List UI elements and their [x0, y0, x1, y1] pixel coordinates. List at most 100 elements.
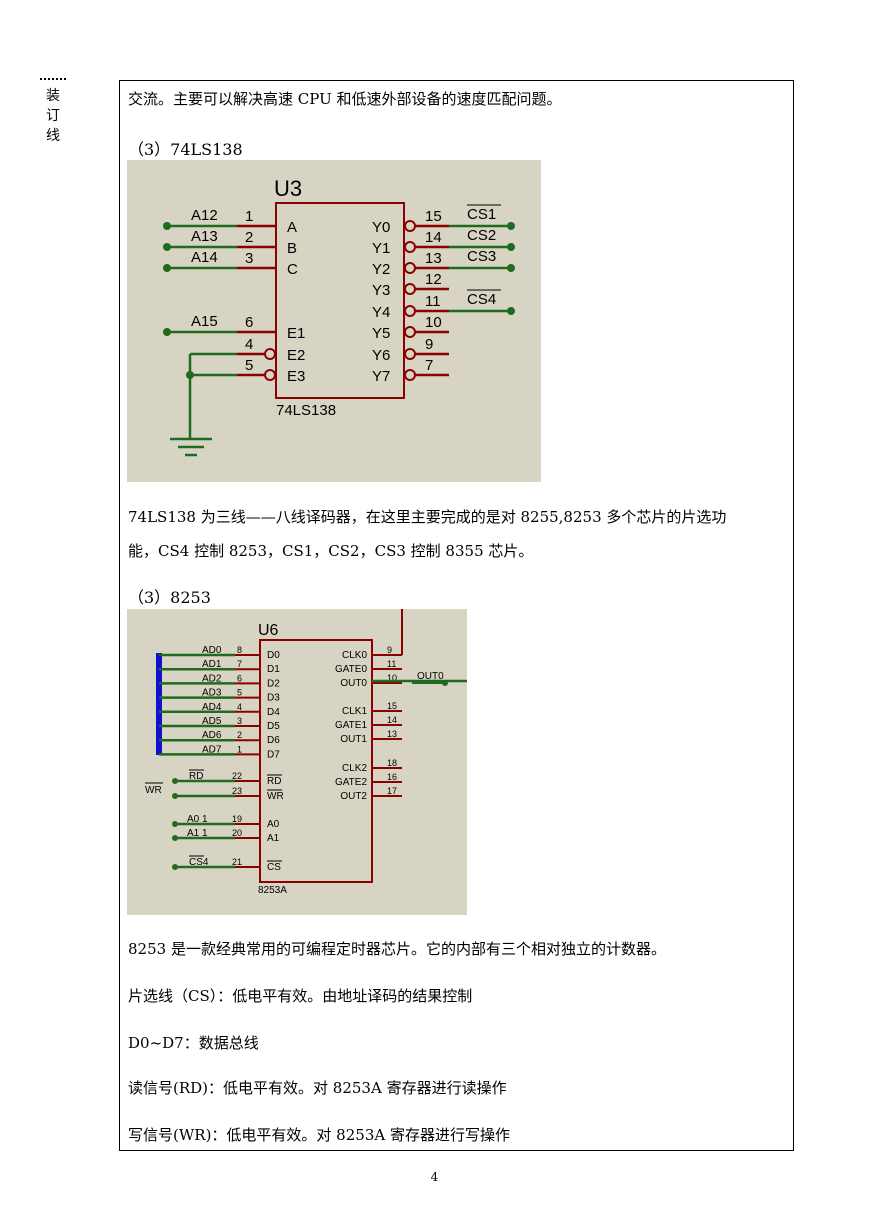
pin-number: 2	[237, 730, 242, 740]
chip-part-u6: 8253A	[258, 885, 287, 896]
pin-name: E2	[287, 347, 305, 364]
pin-number: 18	[387, 758, 397, 768]
u3-right-pin-y7: Y7 7	[372, 357, 449, 385]
paragraph-cs: 片选线（CS）：低电平有效。由地址译码的结果控制	[128, 987, 473, 1005]
u3-left-pin-b: A13 2 B	[163, 228, 297, 257]
pin-number: 1	[245, 208, 253, 225]
pin-number: 13	[387, 729, 397, 739]
pin-number: 3	[245, 250, 253, 267]
pin-name: CLK1	[342, 706, 367, 717]
net-label: AD7	[202, 744, 222, 755]
pin-number: 9	[387, 645, 392, 655]
wire-node	[172, 821, 178, 827]
pin-name: A0	[267, 819, 280, 830]
pin-name: D3	[267, 693, 280, 704]
wire-node	[172, 793, 178, 799]
net-label: CS4	[467, 291, 496, 308]
u6-right-pin-gate2: GATE2 16	[335, 772, 402, 788]
paragraph-74ls138-desc-1: 74LS138 为三线——八线译码器，在这里主要完成的是对 8255,8253 …	[128, 508, 727, 526]
pin-number: 19	[232, 814, 242, 824]
chip-body-u3	[275, 202, 405, 399]
pin-name: WR	[267, 791, 284, 802]
net-label: A14	[191, 249, 218, 266]
net-label: AD4	[202, 702, 222, 713]
pin-number: 22	[232, 771, 242, 781]
out0-net-label: OUT0	[417, 671, 444, 682]
chip-ref-u6: U6	[258, 622, 279, 639]
pin-name: B	[287, 240, 297, 257]
pin-number: 16	[387, 772, 397, 782]
pin-number: 4	[245, 336, 253, 353]
u3-right-pin-y1: Y1 14 CS2	[372, 227, 515, 257]
pin-name: Y5	[372, 325, 390, 342]
pin-name: GATE2	[335, 777, 367, 788]
pin-number: 8	[237, 645, 242, 655]
pin-number: 11	[425, 293, 441, 310]
u3-right-pin-y0: Y0 15 CS1	[372, 204, 515, 236]
ground-symbol	[170, 354, 212, 457]
pin-name: E1	[287, 325, 305, 342]
pin-name: D7	[267, 749, 280, 760]
pin-name: D2	[267, 678, 280, 689]
pin-number: 15	[425, 208, 442, 225]
paragraph-wr: 写信号(WR)：低电平有效。对 8253A 寄存器进行写操作	[128, 1126, 510, 1144]
pin-number: 14	[387, 715, 397, 725]
pin-name: Y3	[372, 282, 390, 299]
pin-name: GATE1	[335, 720, 367, 731]
pin-name: D4	[267, 707, 280, 718]
u6-right-pin-gate1: GATE1 14	[335, 715, 402, 731]
pin-number: 6	[245, 314, 253, 331]
u3-left-pin-e1: A15 6 E1	[163, 313, 305, 342]
u3-left-pin-e2: 4 E2	[190, 336, 305, 364]
binding-char-3: 线	[46, 128, 60, 144]
pin-number: 11	[387, 659, 396, 669]
figure-74ls138-schematic: U3 74LS138 A12 1 A A13 2 B A14 3 C A15 6…	[127, 160, 541, 482]
binding-char-2: 订	[46, 108, 60, 124]
pin-number: 17	[387, 786, 397, 796]
net-label: AD6	[202, 730, 222, 741]
pin-number: 10	[425, 314, 442, 331]
chip-part-u3: 74LS138	[276, 402, 336, 419]
pin-number: 4	[237, 702, 242, 712]
pin-name: CS	[267, 862, 281, 873]
pin-number: 7	[425, 357, 433, 374]
heading-74ls138: （3）74LS138	[128, 140, 243, 159]
pin-name: GATE0	[335, 664, 367, 675]
net-label: AD1	[202, 659, 222, 670]
net-label: CS3	[467, 248, 496, 265]
pin-name: A1	[267, 833, 280, 844]
pin-number: 5	[245, 357, 253, 374]
u3-left-pin-e3: 5 E3	[186, 357, 305, 385]
u3-right-pin-y2: Y2 13 CS3	[372, 248, 515, 278]
binding-dots	[40, 78, 66, 82]
pin-name: A	[287, 219, 297, 236]
pin-name: C	[287, 261, 298, 278]
heading-8253: （3）8253	[128, 588, 211, 607]
u3-right-pin-y4: Y4 11 CS4	[372, 289, 515, 321]
pin-name: Y1	[372, 240, 390, 257]
pin-name: Y4	[372, 304, 390, 321]
wr-net-label: WR	[145, 785, 162, 796]
net-label: CS4	[189, 857, 209, 868]
pin-number: 1	[237, 744, 242, 754]
chip-ref-u3: U3	[274, 176, 302, 201]
pin-number: 3	[237, 716, 242, 726]
net-label: AD3	[202, 688, 222, 699]
pin-number: 2	[245, 229, 253, 246]
u3-right-pin-y6: Y6 9	[372, 336, 449, 364]
u6-right-pin-gate0: GATE0 11	[335, 659, 402, 675]
